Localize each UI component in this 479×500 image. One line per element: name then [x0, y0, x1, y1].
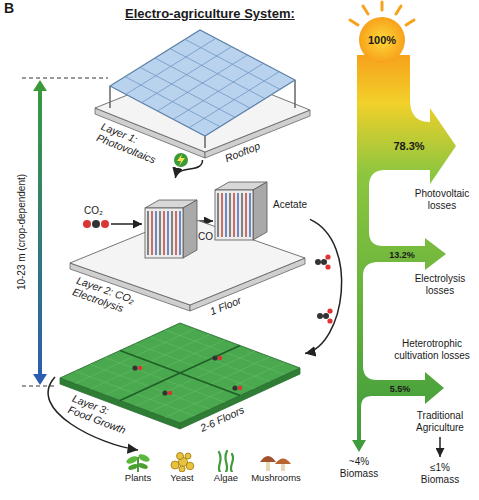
dimension-label: 10-23 m (crop-dependent)	[16, 152, 28, 312]
food-icon	[160, 450, 204, 472]
loss-label: Electrolysis losses	[404, 273, 476, 297]
guide-line	[22, 386, 56, 387]
layer-platform: Layer 3: Food Growth2-6 Floors	[55, 318, 305, 436]
height-arrow	[38, 90, 42, 375]
percent-value: 5.5%	[378, 383, 422, 395]
co2-molecule	[83, 220, 109, 228]
power-bolt	[174, 153, 188, 167]
loss-label: Heterotrophic cultivation losses	[388, 338, 476, 362]
comparison-arrow	[439, 437, 441, 457]
arrow-head	[33, 80, 47, 91]
energy-flow	[352, 55, 456, 452]
food-icon	[116, 450, 160, 472]
comparison-label: Traditional Agriculture	[404, 410, 476, 434]
percent-value: 100%	[357, 34, 407, 46]
food-output: Yeast	[157, 450, 207, 483]
acetate-molecule	[315, 254, 331, 269]
food-output: Algae	[201, 450, 251, 483]
panel-letter: B	[4, 2, 14, 14]
edge-label: Acetate	[272, 199, 308, 211]
biomass-label: ≤1% Biomass	[414, 462, 466, 486]
chemical-label: CO	[198, 231, 213, 243]
output-label: Mushrooms	[248, 472, 304, 483]
flow-connector	[305, 219, 342, 353]
percent-value: 13.2%	[380, 249, 424, 261]
arrow-head	[33, 374, 47, 385]
food-output: Plants	[113, 450, 163, 483]
flow-connector	[175, 160, 202, 178]
food-icon	[254, 450, 298, 472]
biomass-label: ~4% Biomass	[334, 456, 384, 480]
diagram-title: Electro-agriculture System:	[125, 8, 295, 20]
output-label: Yeast	[157, 472, 207, 483]
output-label: Plants	[113, 472, 163, 483]
layer-platform: Layer 1: PhotovoltaicsRooftop	[90, 28, 315, 160]
guide-line	[22, 78, 108, 79]
food-output: Mushrooms	[248, 450, 304, 483]
output-label: Algae	[201, 472, 251, 483]
acetate-molecule	[317, 308, 333, 323]
flow-arrow	[111, 223, 142, 225]
percent-value: 78.3%	[388, 140, 430, 152]
loss-label: Photovoltaic losses	[408, 188, 476, 212]
food-icon	[204, 450, 248, 472]
chemical-label: CO₂	[84, 205, 103, 217]
